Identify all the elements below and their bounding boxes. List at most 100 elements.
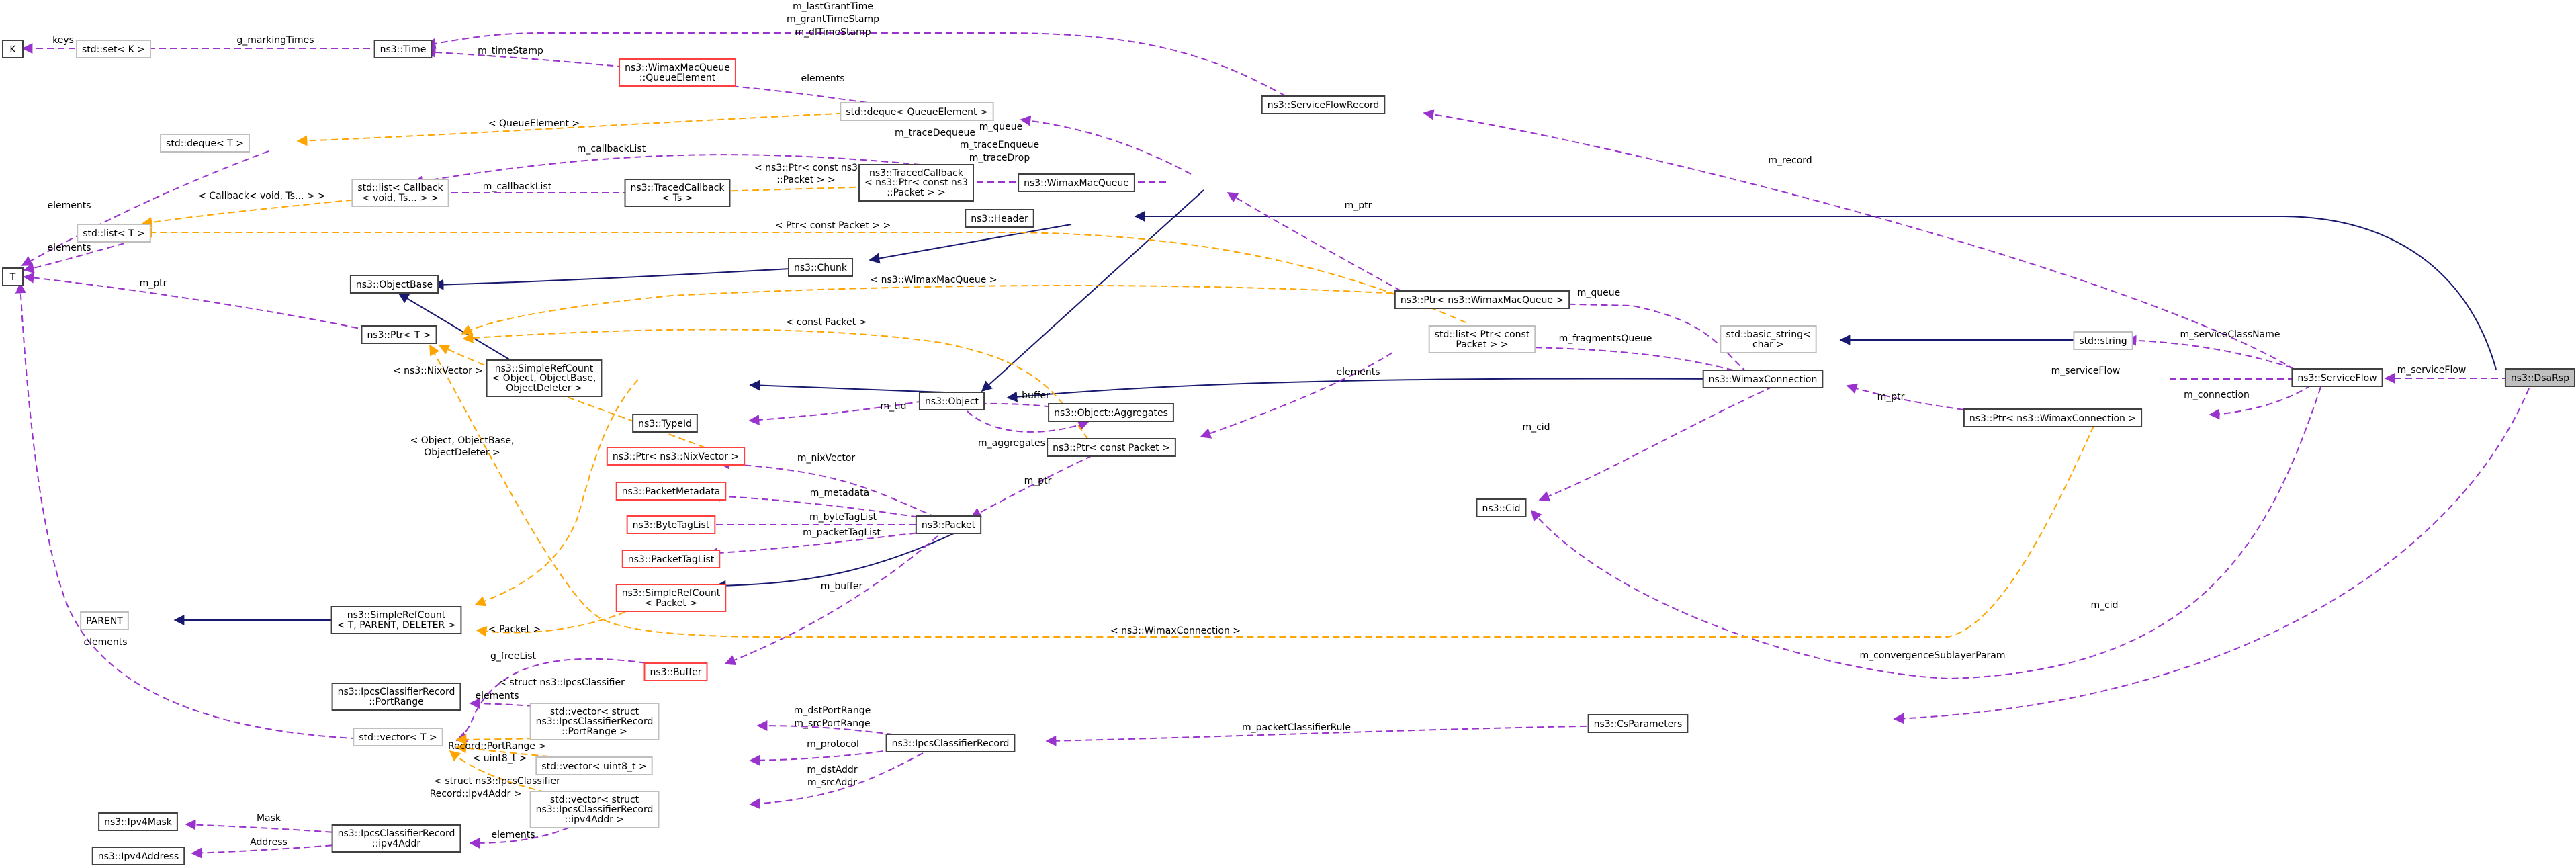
node-chunk[interactable]: ns3::Chunk [787, 258, 854, 277]
node-std-string[interactable]: std::string [2073, 331, 2133, 350]
node-wimax-mac-queue[interactable]: ns3::WimaxMacQueue [1018, 173, 1135, 192]
node-k[interactable]: K [2, 40, 24, 58]
svg-text:ns3::DsaRsp: ns3::DsaRsp [2511, 373, 2569, 384]
svg-text:ns3::Object: ns3::Object [925, 396, 979, 407]
node-header[interactable]: ns3::Header [965, 209, 1034, 228]
svg-text:ns3::Ptr< ns3::NixVector >: ns3::Ptr< ns3::NixVector > [613, 451, 739, 462]
svg-text:ns3::Ptr< T >: ns3::Ptr< T > [367, 330, 431, 341]
edge-label-m-dst-port-range: m_dstPortRange [794, 705, 871, 716]
node-buffer[interactable]: ns3::Buffer [643, 662, 708, 681]
edge-label-m-metadata: m_metadata [810, 488, 870, 498]
edge-ptrwmq-to-ptrT [461, 285, 1437, 335]
edge-label-m-nix-vector: m_nixVector [797, 453, 856, 464]
node-dsa-rsp[interactable]: ns3::DsaRsp [2504, 368, 2575, 387]
node-cid[interactable]: ns3::Cid [1476, 498, 1527, 517]
edge-label-m-ptr-T: m_ptr [140, 278, 167, 289]
node-vector-T[interactable]: std::vector< T > [353, 728, 443, 746]
edge-label-queue-element-tmpl: < QueueElement > [488, 118, 580, 129]
node-queue-element[interactable]: ns3::WimaxMacQueue::QueueElement [619, 58, 736, 87]
node-ipv4addr-record[interactable]: ns3::IpcsClassifierRecord::ipv4Addr [331, 824, 461, 853]
svg-text:< ns3::Ptr< const ns3: < ns3::Ptr< const ns3 [864, 177, 968, 188]
edge-ptrwmq-to-wmq [1227, 192, 1402, 292]
node-vector-port-range[interactable]: std::vector< structns3::IpcsClassifierRe… [529, 703, 660, 740]
node-vector-uint8[interactable]: std::vector< uint8_t > [535, 756, 653, 775]
edge-label-ptr-const-ns3-line1: < ns3::Ptr< const ns3 [754, 163, 858, 173]
node-simple-ref-count-T[interactable]: ns3::SimpleRefCount< T, PARENT, DELETER … [330, 606, 462, 634]
edge-object-to-aggregates [967, 410, 1090, 433]
edge-packet-to-simplerefpkt [715, 533, 954, 591]
svg-text:std::list< T >: std::list< T > [83, 228, 145, 239]
svg-text:ns3::Ptr< ns3::WimaxConnection: ns3::Ptr< ns3::WimaxConnection > [1969, 413, 2136, 424]
node-list-T[interactable]: std::list< T > [77, 224, 151, 243]
svg-text:ns3::IpcsClassifierRecord: ns3::IpcsClassifierRecord [536, 716, 654, 727]
node-packet-tag-list[interactable]: ns3::PacketTagList [621, 550, 721, 568]
edge-label-m-tid: m_tid [881, 401, 907, 412]
node-type-id[interactable]: ns3::TypeId [632, 414, 698, 433]
node-port-range[interactable]: ns3::IpcsClassifierRecord::PortRange [331, 683, 461, 711]
node-cs-parameters[interactable]: ns3::CsParameters [1587, 714, 1689, 733]
edge-wimaxmacqueue-to-object [981, 189, 1204, 392]
svg-text:ns3::ServiceFlow: ns3::ServiceFlow [2297, 373, 2377, 384]
node-basic-string[interactable]: std::basic_string<char > [1720, 325, 1817, 353]
edge-label-m-callback-list-1: m_callbackList [577, 144, 646, 155]
edge-label-m-callback-list-2: m_callbackList [483, 181, 552, 192]
edge-packet-to-ptrnix [719, 458, 937, 518]
node-wimax-connection[interactable]: ns3::WimaxConnection [1702, 370, 1824, 388]
node-ns3-time[interactable]: ns3::Time [373, 40, 433, 58]
svg-text:std::list< Ptr< const: std::list< Ptr< const [1435, 329, 1530, 340]
node-ipv4-mask[interactable]: ns3::Ipv4Mask [98, 812, 178, 831]
svg-text:< Packet >: < Packet > [645, 598, 697, 609]
edge-ipv4addrrec-to-ipv4mask [185, 819, 354, 834]
svg-text:::ipv4Addr: ::ipv4Addr [372, 838, 421, 849]
edge-wimaxconn-to-object [1006, 378, 1730, 402]
edge-sf-to-cid [1530, 386, 2321, 680]
edge-wimaxconn-to-ptrwmq [1463, 296, 1748, 374]
node-object[interactable]: ns3::Object [918, 392, 985, 410]
node-service-flow-record[interactable]: ns3::ServiceFlowRecord [1261, 95, 1386, 114]
edge-label-m-cid-conn: m_cid [1522, 422, 1550, 433]
node-ptr-nix-vector[interactable]: ns3::Ptr< ns3::NixVector > [606, 447, 746, 466]
node-ptr-const-packet[interactable]: ns3::Ptr< const Packet > [1047, 438, 1176, 457]
edge-ipv4addrrec-to-ipv4address [191, 843, 354, 859]
node-deque-queue-element[interactable]: std::deque< QueueElement > [840, 102, 994, 121]
svg-text:K: K [9, 44, 16, 55]
node-ptr-wimax-mac-queue[interactable]: ns3::Ptr< ns3::WimaxMacQueue > [1394, 290, 1570, 309]
node-T[interactable]: T [2, 267, 24, 286]
node-byte-tag-list[interactable]: ns3::ByteTagList [626, 515, 716, 534]
node-ipv4-address[interactable]: ns3::Ipv4Address [91, 847, 185, 865]
edge-chunk-to-objectbase [433, 267, 803, 290]
node-ptr-T[interactable]: ns3::Ptr< T > [361, 325, 437, 344]
node-ptr-wimax-connection[interactable]: ns3::Ptr< ns3::WimaxConnection > [1963, 408, 2143, 427]
svg-text:ns3::PacketMetadata: ns3::PacketMetadata [622, 486, 721, 497]
node-object-aggregates[interactable]: ns3::Object::Aggregates [1048, 403, 1174, 422]
svg-text:std::vector< struct: std::vector< struct [550, 707, 639, 718]
node-traced-callback-pkt[interactable]: ns3::TracedCallback< ns3::Ptr< const ns3… [858, 164, 974, 202]
node-deque-T[interactable]: std::deque< T > [160, 134, 250, 153]
svg-text:ns3::ObjectBase: ns3::ObjectBase [356, 279, 433, 290]
svg-text:< Object, ObjectBase,: < Object, ObjectBase, [492, 373, 596, 384]
edge-servicflow-to-sfr [1423, 109, 2295, 370]
node-service-flow[interactable]: ns3::ServiceFlow [2291, 368, 2383, 387]
svg-text:ns3::Chunk: ns3::Chunk [794, 263, 848, 273]
node-packet[interactable]: ns3::Packet [915, 515, 982, 534]
node-object-base[interactable]: ns3::ObjectBase [349, 275, 439, 294]
node-simple-ref-count-packet[interactable]: ns3::SimpleRefCount< Packet > [615, 584, 727, 612]
svg-text:ns3::WimaxMacQueue: ns3::WimaxMacQueue [625, 62, 730, 73]
edge-label-port-range-tmpl-line2: Record::PortRange > [448, 741, 546, 752]
edge-label-m-grant-time-stamp: m_grantTimeStamp [787, 14, 879, 25]
node-parent[interactable]: PARENT [80, 611, 129, 630]
node-ipcs-classifier-record[interactable]: ns3::IpcsClassifierRecord [885, 734, 1016, 752]
svg-text:std::list< Callback: std::list< Callback [357, 183, 443, 193]
node-vector-ipv4addr[interactable]: std::vector< structns3::IpcsClassifierRe… [529, 791, 660, 828]
edge-packet-to-buffer [724, 535, 938, 666]
edge-sf-to-stdstring [2125, 335, 2304, 372]
svg-text:ns3::SimpleRefCount: ns3::SimpleRefCount [495, 363, 594, 374]
svg-text:T: T [9, 272, 16, 283]
node-std-set-k[interactable]: std::set< K > [75, 40, 152, 58]
node-list-callback[interactable]: std::list< Callback< void, Ts... > > [351, 179, 449, 207]
node-packet-metadata[interactable]: ns3::PacketMetadata [615, 482, 727, 501]
edge-label-uint8-tmpl: < uint8_t > [473, 753, 527, 764]
node-traced-callback-ts[interactable]: ns3::TracedCallback< Ts > [624, 179, 731, 207]
node-simple-ref-count-object[interactable]: ns3::SimpleRefCount< Object, ObjectBase,… [486, 359, 603, 397]
